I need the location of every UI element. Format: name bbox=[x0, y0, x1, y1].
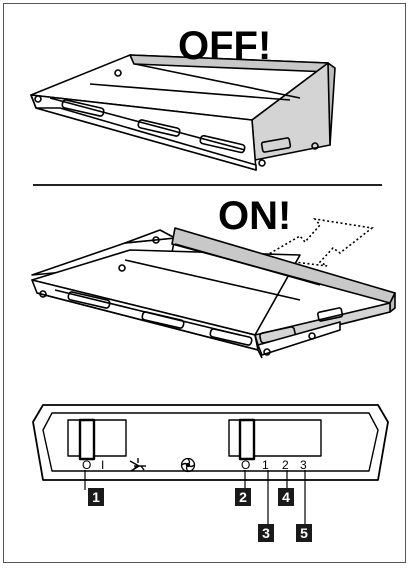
fan-icon bbox=[180, 457, 196, 473]
fan-pos-1: 1 bbox=[262, 458, 269, 472]
light-off-mark: O bbox=[82, 458, 92, 472]
lamp-icon bbox=[129, 458, 146, 472]
callout-1: 1 bbox=[88, 488, 104, 506]
fan-pos-0: O bbox=[241, 458, 251, 472]
callout-2: 2 bbox=[235, 488, 251, 506]
fan-pos-2: 2 bbox=[282, 458, 289, 472]
off-heading: OFF! bbox=[178, 24, 272, 68]
callout-5: 5 bbox=[296, 524, 312, 542]
hood-closed bbox=[30, 54, 336, 171]
light-on-mark: I bbox=[101, 458, 105, 472]
control-panel bbox=[32, 404, 389, 481]
fan-pos-3: 3 bbox=[300, 458, 307, 472]
callout-3: 3 bbox=[258, 524, 274, 542]
pull-arrow bbox=[259, 217, 374, 267]
callout-4: 4 bbox=[278, 488, 294, 506]
hood-open bbox=[31, 227, 396, 359]
on-heading: ON! bbox=[218, 194, 292, 238]
callout-leaders bbox=[84, 470, 306, 525]
